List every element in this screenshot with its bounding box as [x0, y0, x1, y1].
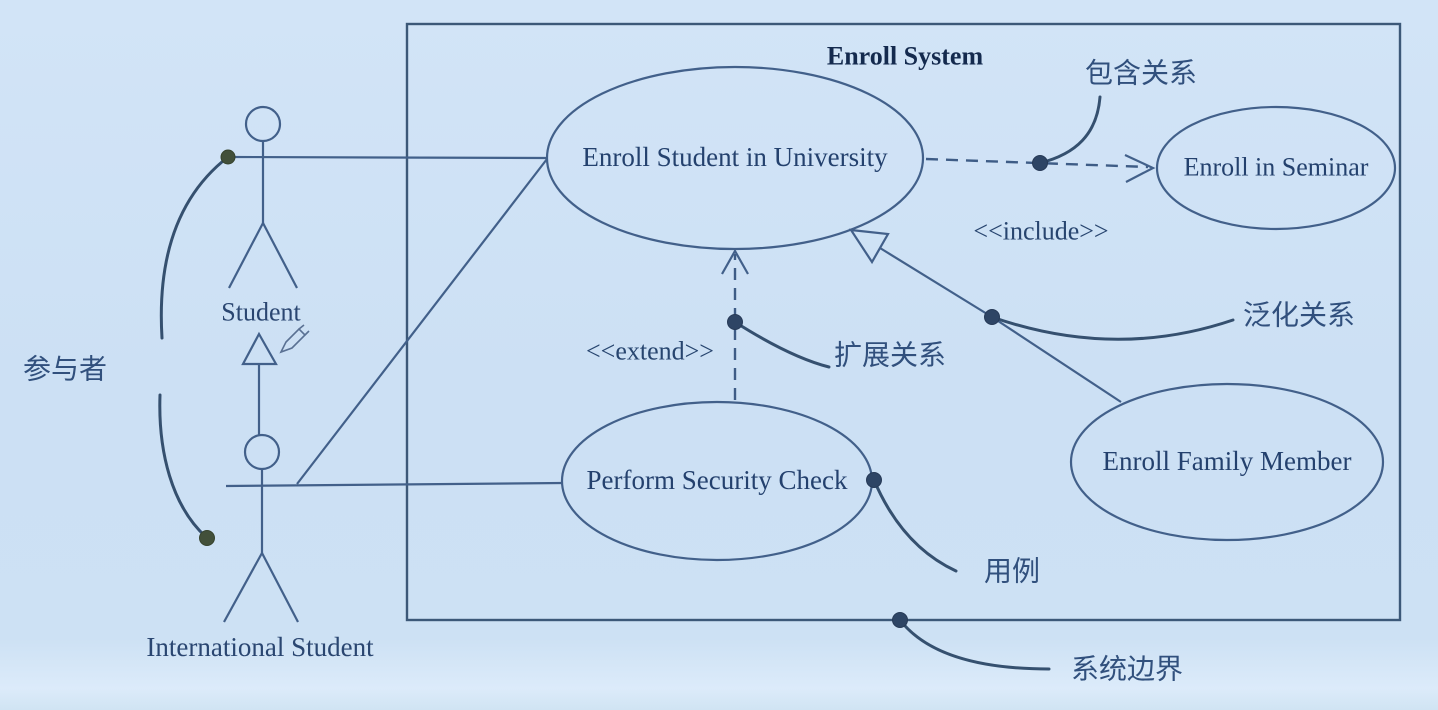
callout-extend-relationship: 扩展关系 — [833, 339, 947, 371]
actor-callout-dot-bottom — [199, 530, 215, 546]
use-case-ellipse-enroll-in-seminar — [1155, 105, 1397, 231]
generalization-callout-curve — [990, 315, 1235, 341]
international-student-leg-right — [261, 552, 299, 623]
boundary-callout-dot — [892, 612, 908, 628]
actor-figure-international-student — [223, 433, 299, 623]
actor-callout-curve-bottom — [158, 393, 208, 539]
boundary-callout-curve — [898, 618, 1051, 671]
callout-actor: 参与者 — [22, 353, 108, 385]
use-case-generalization-triangle — [848, 228, 890, 265]
include-arrowhead — [1124, 154, 1156, 183]
stereotype-extend: <<extend>> — [586, 336, 714, 366]
student-leg-left — [228, 222, 264, 289]
use-case-generalization-line — [879, 247, 1122, 403]
generalization-callout-dot — [984, 309, 1000, 325]
include-callout-curve — [1038, 95, 1102, 165]
use-case-callout-curve — [872, 478, 958, 573]
actor-generalization-triangle — [241, 331, 278, 366]
actor-callout-curve-top — [159, 155, 230, 340]
actor-callout-dot-top — [220, 149, 236, 165]
use-case-ellipse-enroll-family-member — [1069, 382, 1385, 542]
use-case-label-enroll-family-member: Enroll Family Member — [1102, 446, 1352, 477]
international-student-head — [243, 433, 281, 471]
system-title: Enroll System — [826, 41, 984, 71]
use-case-callout-dot — [866, 472, 882, 488]
international-student-leg-left — [223, 552, 263, 623]
association-student-enroll-university — [227, 155, 548, 160]
association-international-perform-security — [225, 481, 564, 488]
student-head — [244, 105, 282, 143]
include-callout-dot — [1032, 155, 1048, 171]
callout-system-boundary: 系统边界 — [1070, 653, 1184, 685]
use-case-label-perform-security-check: Perform Security Check — [586, 465, 848, 496]
callout-include-relationship: 包含关系 — [1084, 57, 1198, 89]
use-case-label-enroll-in-seminar: Enroll in Seminar — [1183, 152, 1369, 182]
stereotype-include: <<include>> — [973, 216, 1109, 246]
use-case-label-enroll-student-in-university: Enroll Student in University — [582, 142, 888, 173]
student-leg-right — [262, 222, 298, 289]
callout-generalization-relationship: 泛化关系 — [1242, 299, 1356, 331]
actor-label-student: Student — [221, 297, 301, 327]
extend-arrowhead — [721, 248, 749, 275]
pencil-icon — [279, 324, 310, 354]
association-international-enroll-university — [296, 158, 548, 485]
extend-callout-curve — [733, 320, 831, 369]
actor-label-international-student: International Student — [146, 632, 374, 663]
extend-callout-dot — [727, 314, 743, 330]
callout-use-case: 用例 — [983, 555, 1041, 587]
actor-figure-student — [228, 105, 298, 289]
